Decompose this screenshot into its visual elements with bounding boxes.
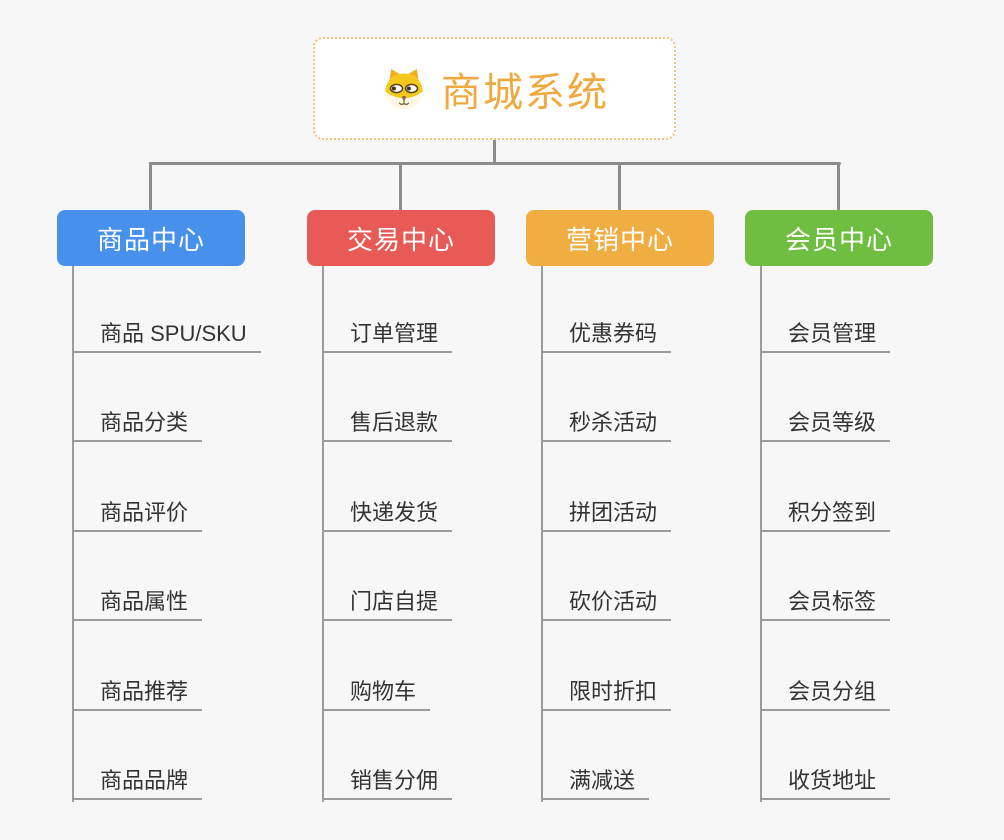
- branch-marketing-center[interactable]: 营销中心: [526, 210, 714, 266]
- leaf-node[interactable]: 销售分佣: [322, 762, 453, 800]
- dog-face-icon: [385, 69, 423, 110]
- connector-trunk-branch-2: [322, 266, 324, 802]
- connector-root-stub: [493, 139, 496, 165]
- connector-stub-branch-4: [837, 162, 840, 211]
- leaf-node[interactable]: 售后退款: [322, 404, 453, 442]
- leaf-node[interactable]: 会员管理: [760, 315, 891, 353]
- leaf-node[interactable]: 订单管理: [322, 315, 453, 353]
- connector-trunk-branch-4: [760, 266, 762, 802]
- leaf-node[interactable]: 商品品牌: [72, 762, 203, 800]
- leaf-node[interactable]: 拼团活动: [541, 494, 672, 532]
- branch-trade-center[interactable]: 交易中心: [307, 210, 495, 266]
- leaf-node[interactable]: 商品推荐: [72, 673, 203, 711]
- connector-bus: [150, 162, 841, 165]
- root-node[interactable]: 商城系统: [313, 37, 676, 140]
- leaf-node[interactable]: 商品分类: [72, 404, 203, 442]
- leaf-node[interactable]: 商品评价: [72, 494, 203, 532]
- connector-stub-branch-3: [618, 162, 621, 211]
- leaf-node[interactable]: 满减送: [541, 762, 650, 800]
- connector-trunk-branch-3: [541, 266, 543, 802]
- branch-product-center[interactable]: 商品中心: [57, 210, 245, 266]
- leaf-node[interactable]: 优惠券码: [541, 315, 672, 353]
- root-title: 商城系统: [441, 70, 609, 115]
- connector-stub-branch-1: [149, 162, 152, 211]
- leaf-node[interactable]: 秒杀活动: [541, 404, 672, 442]
- leaf-node[interactable]: 商品属性: [72, 583, 203, 621]
- leaf-node[interactable]: 会员等级: [760, 404, 891, 442]
- leaf-node[interactable]: 门店自提: [322, 583, 453, 621]
- leaf-node[interactable]: 积分签到: [760, 494, 891, 532]
- branch-member-center[interactable]: 会员中心: [745, 210, 933, 266]
- connector-trunk-branch-1: [72, 266, 74, 802]
- leaf-node[interactable]: 会员标签: [760, 583, 891, 621]
- leaf-node[interactable]: 快递发货: [322, 494, 453, 532]
- leaf-node[interactable]: 收货地址: [760, 762, 891, 800]
- leaf-node[interactable]: 会员分组: [760, 673, 891, 711]
- leaf-node[interactable]: 限时折扣: [541, 673, 672, 711]
- leaf-node[interactable]: 砍价活动: [541, 583, 672, 621]
- leaf-node[interactable]: 商品 SPU/SKU: [72, 315, 261, 353]
- leaf-node[interactable]: 购物车: [322, 673, 431, 711]
- connector-stub-branch-2: [399, 162, 402, 211]
